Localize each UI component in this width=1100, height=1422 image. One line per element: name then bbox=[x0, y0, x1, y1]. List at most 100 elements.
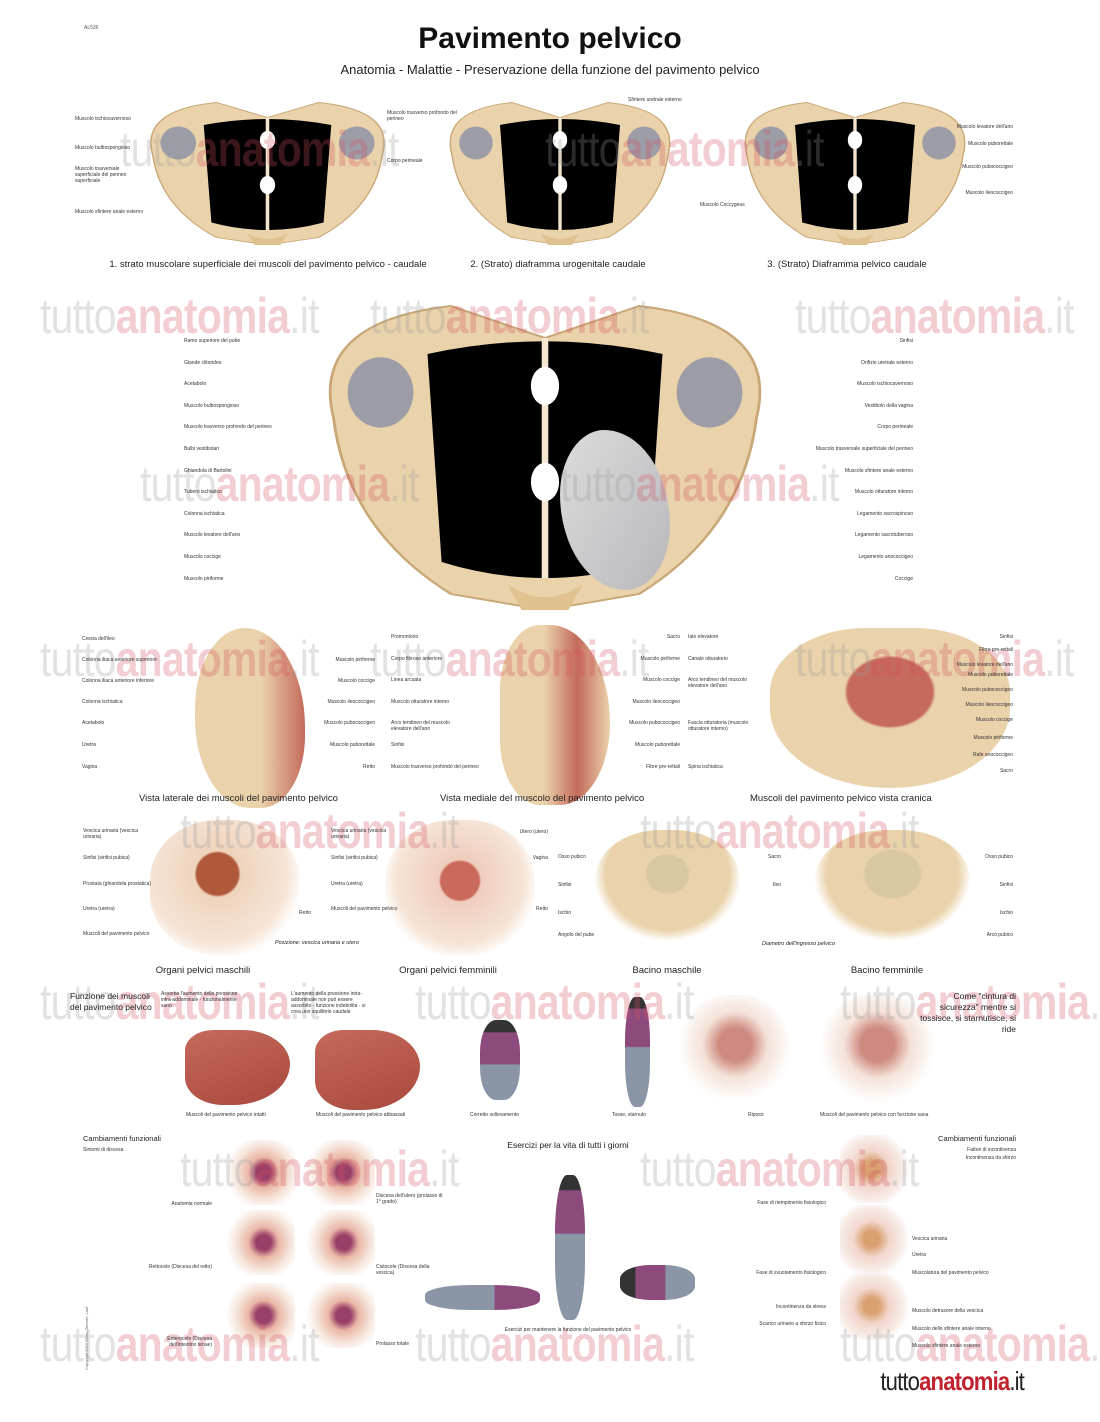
watermark: tuttoanatomia.it bbox=[415, 1315, 694, 1373]
pelvis-layer-1-illustration bbox=[150, 102, 385, 245]
standing-exercise-illustration bbox=[555, 1175, 585, 1320]
anatomy-label: Muscolo trasverso profondo del perineo bbox=[184, 424, 272, 431]
anatomy-label: Arco tendineo del muscolo elevatore dell… bbox=[688, 677, 747, 689]
anatomy-label: Acetabolo bbox=[184, 381, 207, 388]
anatomy-label: Muscolo ileococcigeo bbox=[327, 699, 375, 705]
anatomy-label: Muscolo puborettale bbox=[329, 742, 375, 748]
lateral-view-illustration bbox=[195, 628, 305, 808]
anatomy-label: Tubero ischiatico bbox=[184, 489, 222, 496]
anatomy-label: Retto bbox=[536, 906, 548, 912]
anatomy-label: Colonna ischiatica bbox=[82, 699, 123, 705]
caption-cranial: Muscoli del pavimento pelvico vista cran… bbox=[750, 793, 932, 804]
anatomy-label: Coccige bbox=[894, 575, 913, 582]
anatomy-label: Angolo del pube bbox=[558, 932, 595, 938]
coughing-figure-illustration bbox=[625, 997, 650, 1107]
descent-illustration-5 bbox=[225, 1283, 295, 1348]
anatomy-label: Spina ischiatica bbox=[688, 764, 723, 770]
anatomy-label: Muscolo otturatore interno bbox=[854, 489, 913, 496]
anatomy-label: Muscolo pubococcigeo bbox=[324, 720, 375, 726]
anatomy-label: Muscolo levatore dell'ano bbox=[184, 532, 241, 539]
male-organs-illustration bbox=[150, 820, 300, 955]
caption-female-pelvis: Bacino femminile bbox=[850, 965, 924, 976]
anatomy-label: Bulbi vestibolari bbox=[184, 446, 220, 452]
anatomy-label: Muscolo trasverso profondo del perineo bbox=[387, 110, 457, 122]
anatomy-label: Sinfisi bbox=[558, 882, 572, 888]
anatomy-label: Muscolo bulbospongioso bbox=[75, 145, 131, 151]
anatomy-label: Muscolo sfintere anale esterno bbox=[912, 1343, 981, 1349]
watermark-text: anatomia bbox=[490, 1316, 665, 1372]
anatomy-label: Muscolatura del pavimento pelvico bbox=[912, 1270, 989, 1276]
anatomy-label: Vescica urinaria (vescica urinaria) bbox=[83, 828, 139, 840]
anatomy-label: Rafe anococcigeo bbox=[972, 752, 1013, 758]
pelvis-layer-2-illustration bbox=[449, 102, 671, 245]
anatomy-label: Muscolo coccige bbox=[976, 717, 1013, 723]
anatomy-label: Rettocele (Discesa del retto) bbox=[148, 1264, 212, 1270]
anatomy-label: Vescica urinaria bbox=[912, 1236, 948, 1242]
logo-text-accent: anatomia bbox=[919, 1366, 1010, 1396]
anatomy-label: Promontorio bbox=[391, 634, 419, 640]
anatomy-label: Muscolo ischiocavernoso bbox=[75, 116, 131, 122]
anatomy-label: Muscolo ileococcigeo bbox=[632, 699, 680, 705]
anatomy-label: Fibre pre-rettali bbox=[979, 647, 1013, 653]
anatomy-label: Uretra (uretra) bbox=[331, 881, 363, 887]
caption-layer-3: 3. (Strato) Diaframma pelvico caudale bbox=[767, 259, 927, 270]
anatomy-label: Incontinenza da stress bbox=[775, 1304, 826, 1310]
caption-lateral: Vista laterale dei muscoli del pavimento… bbox=[139, 793, 338, 804]
product-code: AL536 bbox=[84, 25, 99, 31]
anatomy-label: Muscolo puborettale bbox=[967, 141, 1013, 147]
anatomy-label: Anatomia normale bbox=[171, 1201, 212, 1207]
watermark-text: .it bbox=[664, 1316, 694, 1372]
healthy-function-illustration bbox=[820, 995, 935, 1105]
anatomy-label: Legamento sacrotuberoso bbox=[854, 532, 913, 539]
anatomy-label: Uretra (uretra) bbox=[83, 906, 115, 912]
watermark-text: tutto bbox=[415, 1316, 492, 1372]
anatomy-label: Muscolo trasversale superficiale del per… bbox=[75, 166, 127, 184]
anatomy-label: Muscolo piriforme bbox=[184, 575, 224, 582]
caption-medial: Vista mediale del muscolo del pavimento … bbox=[440, 793, 645, 804]
function-caption: Tosse, starnuto bbox=[612, 1112, 646, 1118]
anatomy-label: Osso pubico bbox=[985, 854, 1013, 860]
incontinence-illustration-3 bbox=[840, 1272, 910, 1340]
function-heading: Funzione dei muscoli del pavimento pelvi… bbox=[70, 991, 152, 1012]
function-caption: Corretto sollevamento bbox=[470, 1112, 519, 1118]
kneeling-exercise-illustration bbox=[620, 1265, 695, 1300]
anatomy-label: Iato elevatore bbox=[688, 634, 719, 640]
function-caption: Muscoli del pavimento pelvico intatti bbox=[186, 1112, 266, 1118]
descent-illustration-6 bbox=[305, 1283, 375, 1348]
anatomy-label: Discesa dell'utero (prolasso di 1° grado… bbox=[376, 1193, 443, 1205]
exercise-caption: Esercizi per mantenere la funzione del p… bbox=[504, 1327, 632, 1333]
anatomy-label: Muscolo levatore dell'ano bbox=[956, 124, 1013, 130]
anatomy-label: Muscolo puborettale bbox=[967, 672, 1013, 678]
anatomy-label: Muscolo piriforme bbox=[973, 735, 1013, 741]
left-heading: Cambiamenti funzionali bbox=[83, 1134, 161, 1143]
watermark-text: .it bbox=[1089, 974, 1100, 1030]
watermark-text: anatomia bbox=[115, 288, 290, 344]
anatomy-label: Corpo perineale bbox=[877, 424, 913, 431]
right-subheading-1: Fattori di incontinenza bbox=[967, 1147, 1016, 1153]
anatomy-label: Colonna iliaca anteriore superiore bbox=[82, 657, 157, 663]
caption-male-pelvis: Bacino maschile bbox=[632, 965, 702, 976]
page-title: Pavimento pelvico bbox=[418, 22, 682, 55]
anatomy-label: Muscolo levatore dell'ano bbox=[956, 662, 1013, 668]
watermark-text: tutto bbox=[795, 288, 872, 344]
anatomy-label: Acetabolo bbox=[82, 720, 105, 726]
pelvis-layer-3-illustration bbox=[744, 102, 966, 245]
anatomy-label: Arco pubico bbox=[986, 932, 1013, 938]
diameter-note: Diametro dell'ingresso pelvico bbox=[762, 941, 835, 947]
anatomy-label: Sinfisi (sinfisi pubica) bbox=[83, 855, 130, 861]
caption-female-organs: Organi pelvici femminili bbox=[399, 965, 497, 976]
anatomy-label: Ischio bbox=[558, 910, 572, 916]
descent-illustration-2 bbox=[305, 1140, 375, 1205]
female-pelvis-illustration bbox=[815, 830, 970, 940]
main-pelvic-floor-illustration bbox=[328, 305, 762, 610]
function-caption: Riposo bbox=[748, 1112, 764, 1118]
anatomy-label: Ischio bbox=[999, 910, 1013, 916]
anatomy-label: Muscolo piriforme bbox=[640, 656, 680, 662]
anatomy-label: Colonna iliaca anteriore inferiore bbox=[82, 678, 154, 684]
belt-note: Come "cintura di sicurezza" mentre si to… bbox=[920, 991, 1016, 1034]
anatomy-label: Prolasso totale bbox=[376, 1341, 410, 1347]
anatomy-label: Muscolo bulbospongioso bbox=[184, 402, 240, 409]
watermark-text: tutto bbox=[640, 1141, 717, 1197]
brand-logo[interactable]: tuttoanatomia.it bbox=[880, 1366, 1024, 1397]
logo-text-suffix: .it bbox=[1009, 1366, 1025, 1396]
